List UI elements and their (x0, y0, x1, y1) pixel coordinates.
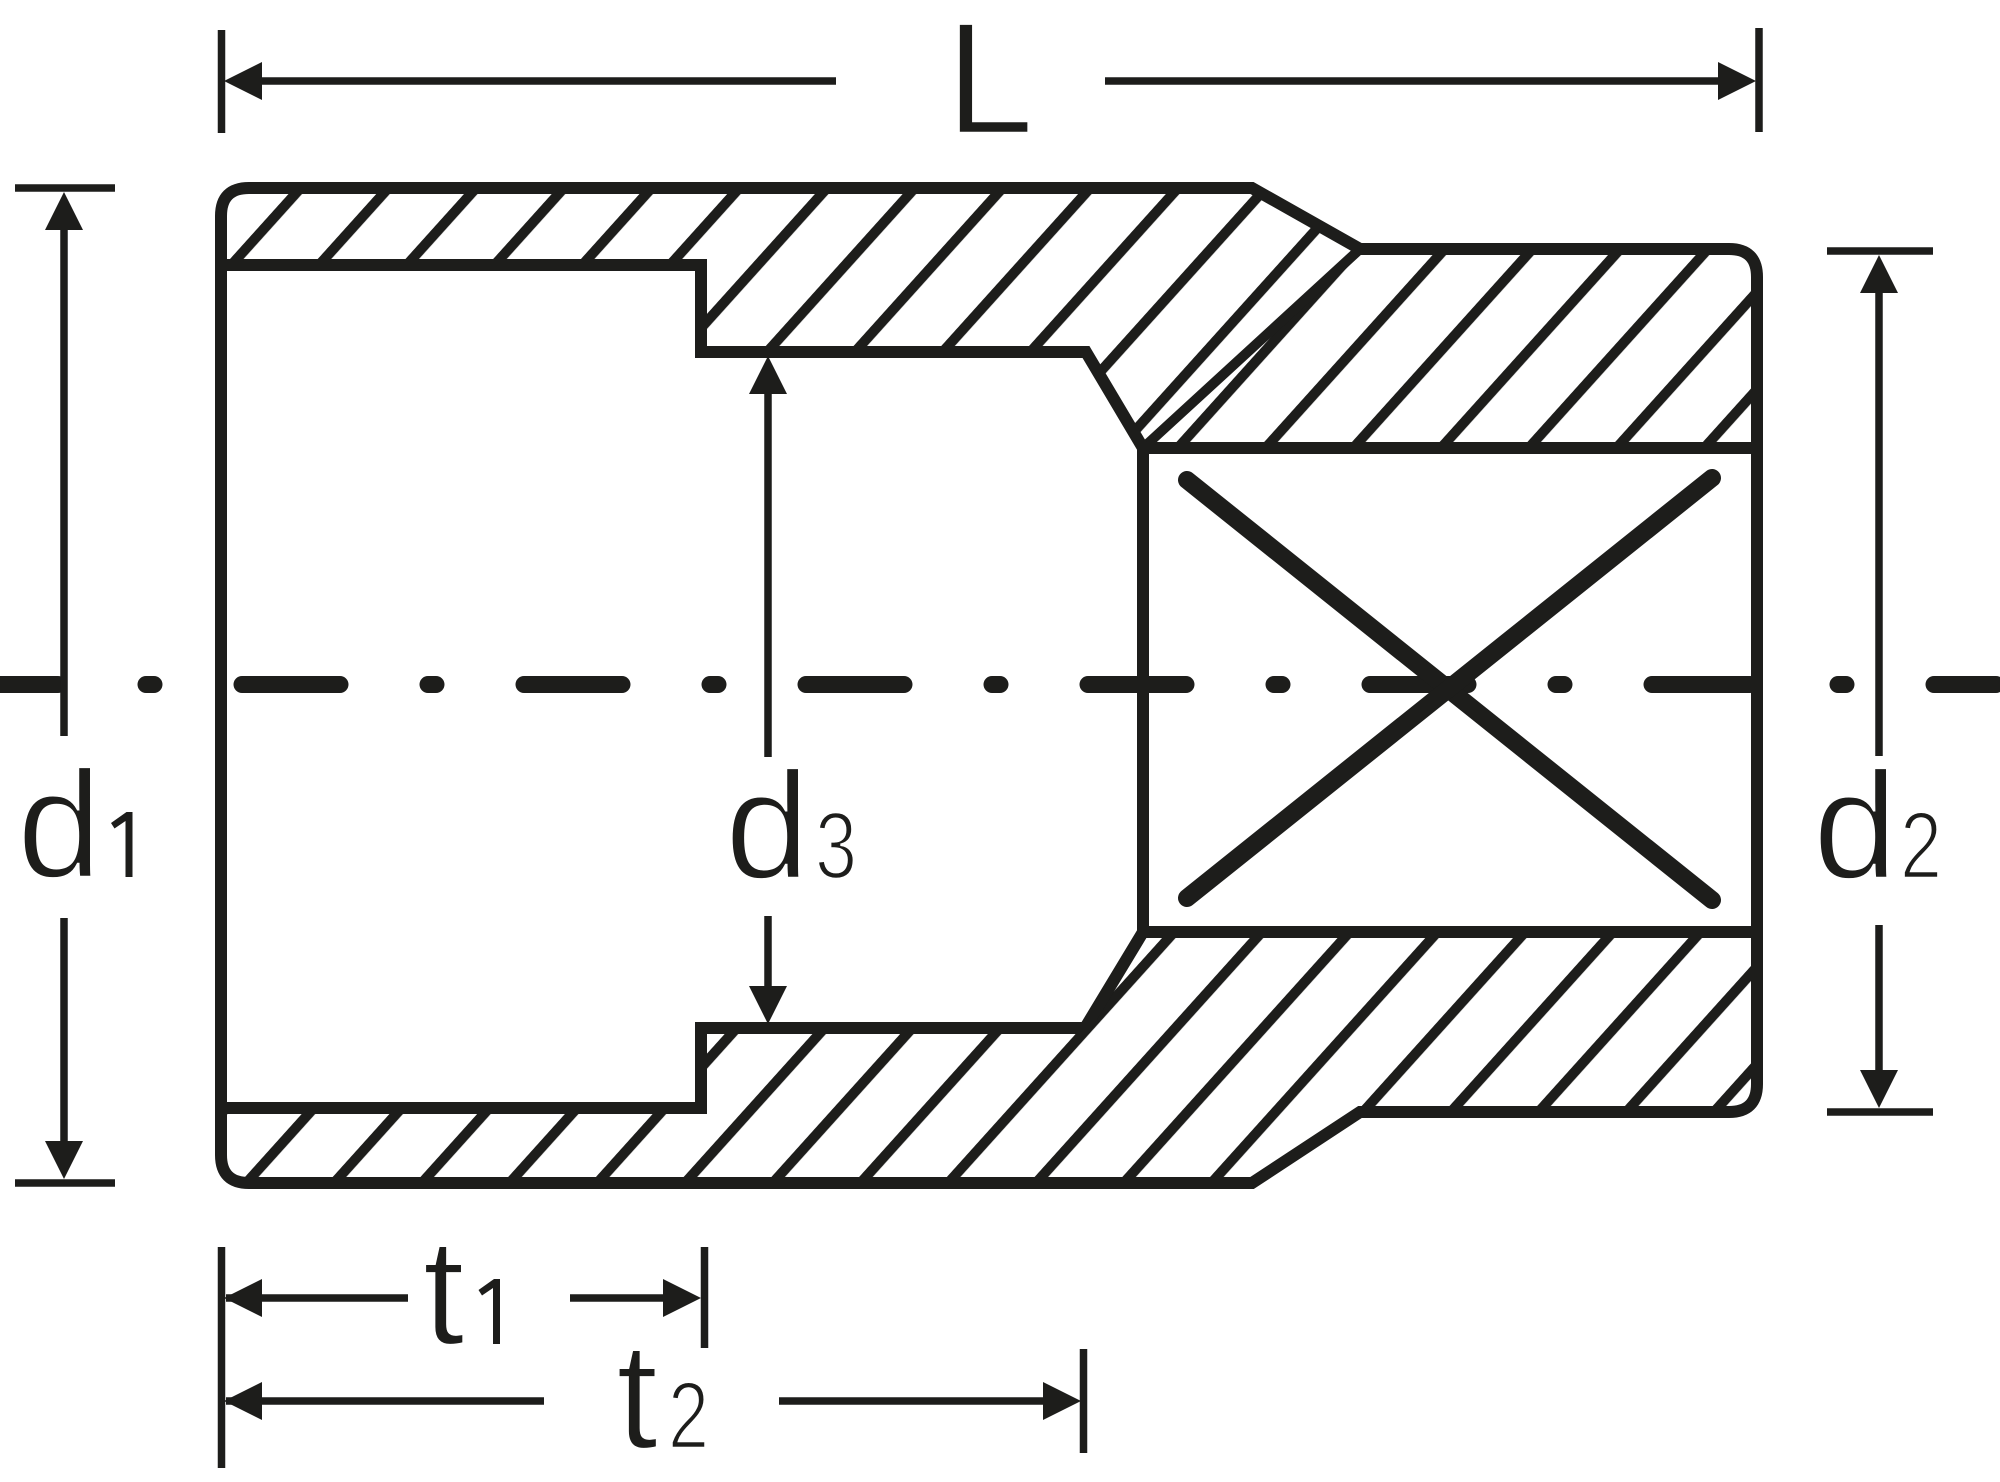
svg-text:d: d (17, 740, 102, 910)
svg-text:3: 3 (815, 793, 857, 899)
svg-text:L: L (946, 0, 1034, 167)
svg-text:2: 2 (1900, 793, 1942, 899)
svg-text:t: t (616, 1311, 658, 1481)
svg-text:d: d (1813, 741, 1898, 911)
svg-text:t: t (423, 1207, 465, 1377)
svg-text:d: d (725, 741, 810, 911)
svg-text:2: 2 (668, 1363, 709, 1469)
